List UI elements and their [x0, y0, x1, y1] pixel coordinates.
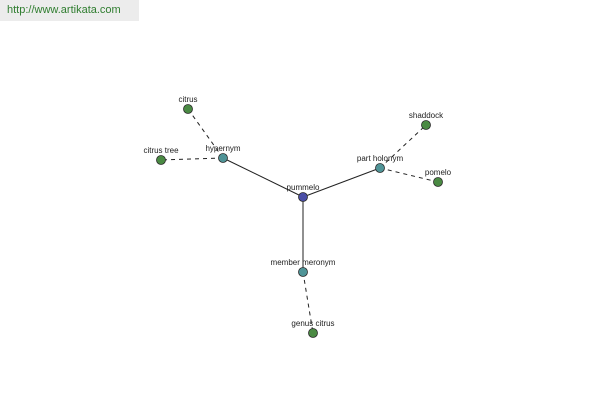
node-part-holonym[interactable]: part holonym — [357, 154, 404, 173]
node-member-meronym[interactable]: member meronym — [271, 258, 336, 277]
url-link[interactable]: http://www.artikata.com — [7, 4, 121, 16]
edge-pomelo — [379, 167, 439, 183]
edge-citrus-tree — [160, 157, 224, 161]
node-label-citrus[interactable]: citrus — [178, 95, 197, 104]
leaf-node-circle[interactable] — [156, 155, 166, 165]
node-label-pummelo[interactable]: pummelo — [287, 183, 320, 192]
edge-genus-citrus — [302, 271, 314, 334]
leaf-node-circle[interactable] — [308, 328, 318, 338]
node-citrus-tree[interactable]: citrus tree — [143, 146, 179, 165]
leaf-node-circle[interactable] — [433, 177, 443, 187]
node-label-hypernym[interactable]: hypernym — [205, 144, 240, 153]
edge-part-holonym — [302, 167, 381, 198]
node-genus-citrus[interactable]: genus citrus — [291, 319, 335, 338]
edge-shaddock — [379, 124, 427, 169]
edge-hypernym — [222, 157, 304, 198]
node-label-citrus-tree[interactable]: citrus tree — [143, 146, 179, 155]
node-label-part-holonym[interactable]: part holonym — [357, 154, 404, 163]
edge-citrus — [187, 108, 224, 159]
relation-node-circle[interactable] — [218, 153, 228, 163]
node-label-member-meronym[interactable]: member meronym — [271, 258, 336, 267]
node-pomelo[interactable]: pomelo — [425, 168, 452, 187]
graph-nodes: citrus citrus tree shaddock pomelo genus cit… — [143, 95, 452, 338]
node-label-pomelo[interactable]: pomelo — [425, 168, 452, 177]
node-hypernym[interactable]: hypernym — [205, 144, 241, 163]
center-node-circle[interactable] — [298, 192, 308, 202]
url-bar: http://www.artikata.com — [0, 0, 139, 21]
relation-node-circle[interactable] — [298, 267, 308, 277]
leaf-node-circle[interactable] — [421, 120, 431, 130]
node-citrus[interactable]: citrus — [178, 95, 198, 114]
node-pummelo[interactable]: pummelo — [287, 183, 320, 202]
relation-node-circle[interactable] — [375, 163, 385, 173]
node-shaddock[interactable]: shaddock — [409, 111, 444, 130]
graph-edges — [160, 108, 439, 334]
leaf-node-circle[interactable] — [183, 104, 193, 114]
node-label-genus-citrus[interactable]: genus citrus — [291, 319, 334, 328]
node-label-shaddock[interactable]: shaddock — [409, 111, 444, 120]
